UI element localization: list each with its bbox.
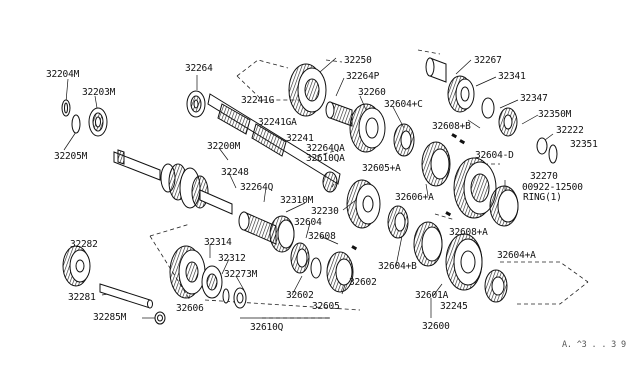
synchro-32604C xyxy=(393,123,415,157)
label-32604C: 32604+C xyxy=(384,99,423,110)
label-32312: 32312 xyxy=(218,253,246,264)
label-32230: 32230 xyxy=(311,206,339,217)
shaft-32281 xyxy=(99,283,153,309)
main-input-shaft xyxy=(113,149,233,215)
gear-32601A xyxy=(413,221,508,303)
label-32264: 32264 xyxy=(185,63,213,74)
gear-32341-group xyxy=(425,57,558,164)
label-32270: 32270 xyxy=(530,171,558,182)
label-32222: 32222 xyxy=(556,125,584,136)
label-32604-mid: 32604 xyxy=(294,217,322,228)
label-32314: 32314 xyxy=(204,237,232,248)
label-32600: 32600 xyxy=(422,321,450,332)
gear-32310M xyxy=(238,211,295,253)
label-32350M: 32350M xyxy=(538,109,572,120)
label-32264P: 32264P xyxy=(346,71,380,82)
label-00922-12500: 00922-12500 xyxy=(522,182,583,193)
shift-keys xyxy=(351,133,466,251)
label-32604A: 32604+A xyxy=(497,250,536,261)
diagram-code: A. ^3 . . 3 9 xyxy=(562,340,626,350)
label-32604B: 32604+B xyxy=(378,261,417,272)
label-32608-mid: 32608 xyxy=(308,231,336,242)
label-32610Q: 32610Q xyxy=(250,322,284,333)
label-32608A: 32608+A xyxy=(449,227,488,238)
sleeve-32602 xyxy=(310,251,354,293)
synchro-32604 xyxy=(290,242,310,274)
label-32347: 32347 xyxy=(520,93,548,104)
left-bearing-group xyxy=(61,99,108,137)
label-32241: 32241 xyxy=(286,133,314,144)
label-32285M: 32285M xyxy=(93,312,127,323)
washer-32273M xyxy=(222,287,247,309)
counter-shaft xyxy=(186,90,341,193)
label-32606A: 32606+A xyxy=(395,192,434,203)
label-32601A: 32601A xyxy=(415,290,449,301)
bushing-32264P xyxy=(325,101,353,127)
label-32310M: 32310M xyxy=(280,195,314,206)
label-32604D: 32604-D xyxy=(475,150,514,161)
gear-32250 xyxy=(288,63,327,117)
label-32281: 32281 xyxy=(68,292,96,303)
label-32282: 32282 xyxy=(70,239,98,250)
label-32602-left: 32602 xyxy=(286,290,314,301)
label-32241G: 32241G xyxy=(241,95,275,106)
label-32610QA: 32610QA xyxy=(306,153,345,164)
label-32273M: 32273M xyxy=(224,269,258,280)
label-32203M: 32203M xyxy=(82,87,116,98)
gear-32260 xyxy=(349,103,386,153)
sleeve-32605A xyxy=(421,141,451,187)
label-32267: 32267 xyxy=(474,55,502,66)
gear-32230 xyxy=(346,179,409,239)
label-32245: 32245 xyxy=(440,301,468,312)
label-32602-right: 32602 xyxy=(349,277,377,288)
label-32205M: 32205M xyxy=(54,151,88,162)
label-32605A: 32605+A xyxy=(362,163,401,174)
label-32606: 32606 xyxy=(176,303,204,314)
label-32248: 32248 xyxy=(221,167,249,178)
label-32605: 32605 xyxy=(312,301,340,312)
label-32260: 32260 xyxy=(358,87,386,98)
label-32264Q: 32264Q xyxy=(240,182,274,193)
label-32608B-top: 32608+B xyxy=(432,121,471,132)
washer-32285M xyxy=(154,311,166,325)
gear-32606 xyxy=(169,245,223,299)
label-32200M: 32200M xyxy=(207,141,241,152)
label-32241GA: 32241GA xyxy=(258,117,297,128)
label-32341: 32341 xyxy=(498,71,526,82)
label-32250: 32250 xyxy=(344,55,372,66)
gear-32270 xyxy=(453,157,519,227)
label-32264QA: 32264QA xyxy=(306,143,345,154)
label-32351: 32351 xyxy=(570,139,598,150)
gear-32282 xyxy=(62,245,91,287)
label-ring: RING(1) xyxy=(523,192,562,203)
label-32204M: 32204M xyxy=(46,69,80,80)
